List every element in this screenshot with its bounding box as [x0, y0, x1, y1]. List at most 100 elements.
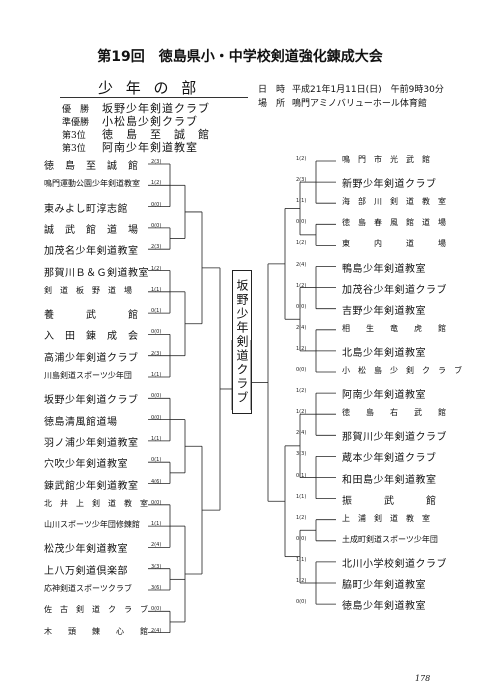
match-score: 2(3) — [151, 244, 162, 251]
match-score: 2(3) — [151, 350, 162, 357]
match-score: 1(2) — [296, 578, 307, 584]
placing-label: 優 勝 — [62, 105, 90, 115]
division-heading: 少 年 の 部 — [98, 79, 201, 97]
match-score: 0(0) — [151, 222, 162, 229]
match-score: 1(2) — [296, 514, 307, 521]
right-team-14: 蔵本少年剣道クラブ — [342, 453, 437, 465]
match-score: 1(1) — [151, 435, 162, 442]
left-team-18: 松茂少年剣道教室 — [44, 544, 128, 556]
champion-box: 坂野少年剣道クラブ — [232, 270, 252, 414]
left-team-19: 上八万剣道倶楽部 — [44, 565, 128, 577]
right-team-10: 小 松 島 少 剣 ク ラ ブ — [342, 366, 462, 375]
match-score: 0(0) — [296, 219, 307, 226]
match-score: 1(1) — [296, 556, 307, 563]
right-team-21: 徳島少年剣道教室 — [342, 601, 426, 613]
left-team-22: 木 頭 錬 心 館 — [44, 626, 148, 636]
left-team-17: 山川スポーツ少年団修錬館 — [44, 520, 140, 530]
match-score: 2(4) — [296, 430, 307, 437]
right-team-2: 海 部 川 剣 道 教 室 — [342, 197, 446, 207]
left-team-7: 養 武 館 — [44, 310, 139, 322]
right-team-11: 阿南少年剣道教室 — [342, 390, 426, 402]
match-score: 1(2) — [296, 409, 307, 416]
left-team-14: 穴吹少年剣道教室 — [44, 459, 128, 471]
match-score: 1(2) — [296, 240, 307, 247]
match-score: 0(0) — [296, 303, 307, 310]
left-team-15: 錬武館少年剣道教室 — [44, 480, 139, 492]
place-value: 鳴門アミノバリューホール体育館 — [292, 99, 427, 109]
left-team-4: 加茂名少年剣道教室 — [44, 246, 139, 258]
match-score: 0(1) — [296, 472, 307, 479]
left-team-0: 徳 島 至 誠 館 — [44, 161, 139, 172]
match-score: 4(6) — [151, 478, 162, 485]
right-team-1: 新野少年剣道クラブ — [342, 179, 437, 191]
placing-team: 徳 島 至 誠 館 — [102, 128, 210, 141]
date-value: 平成21年1月11日(日) 午前9時30分 — [292, 85, 444, 95]
right-team-19: 北川小学校剣道クラブ — [342, 558, 447, 570]
match-score: 1(1) — [151, 521, 162, 528]
right-team-13: 那賀川少年剣道クラブ — [342, 432, 447, 444]
match-score: 0(0) — [151, 329, 162, 336]
match-score: 0(1) — [151, 308, 162, 315]
right-team-17: 上 浦 剣 道 教 室 — [342, 513, 430, 523]
right-team-15: 和田島少年剣道教室 — [342, 474, 437, 486]
placing-label: 準優勝 — [62, 118, 90, 128]
match-score: 2(4) — [151, 627, 162, 634]
right-team-16: 振 武 館 — [342, 495, 437, 507]
left-team-3: 誠 武 館 道 場 — [44, 224, 139, 236]
left-team-11: 坂野少年剣道クラブ — [44, 395, 139, 407]
right-team-6: 加茂谷少年剣道クラブ — [342, 284, 447, 296]
match-score: 1(2) — [151, 265, 162, 272]
left-team-2: 東みよし町淳志館 — [44, 203, 128, 215]
heading-rule — [60, 97, 248, 98]
match-score: 1(2) — [296, 345, 307, 352]
place-label: 場 所 — [258, 99, 286, 109]
match-score: 1(1) — [151, 286, 162, 293]
left-team-20: 応神剣道スポーツクラブ — [44, 584, 132, 593]
match-score: 0(1) — [151, 457, 162, 464]
match-score: 2(3) — [296, 177, 307, 184]
right-team-12: 徳 島 右 武 館 — [342, 408, 446, 418]
left-team-13: 羽ノ浦少年剣道教室 — [44, 437, 139, 449]
match-score: 3(3) — [296, 451, 307, 458]
match-score: 2(4) — [151, 542, 162, 549]
match-score: 1(2) — [296, 156, 307, 162]
placing-label: 第3位 — [62, 144, 86, 154]
placing-label: 第3位 — [62, 131, 86, 141]
right-team-18: 土成町剣道スポーツ少年団 — [342, 534, 438, 544]
right-team-4: 東 内 道 場 — [342, 239, 446, 249]
match-score: 2(4) — [296, 261, 307, 268]
right-team-8: 相 生 竜 虎 館 — [342, 323, 446, 333]
placing-team: 坂野少年剣道クラブ — [102, 102, 210, 115]
left-team-10: 川島剣道スポーツ少年団 — [44, 371, 132, 380]
right-team-0: 鳴 門 市 光 武 館 — [342, 155, 430, 164]
page-title: 第19回 徳島県小・中学校剣道強化錬成大会 — [97, 49, 383, 65]
match-score: 2(3) — [151, 159, 162, 165]
match-score: 0(0) — [151, 393, 162, 400]
right-team-5: 鴨島少年剣道教室 — [342, 263, 426, 275]
left-team-6: 剣 道 板 野 道 場 — [44, 285, 132, 295]
match-score: 2(4) — [296, 324, 307, 331]
left-team-21: 佐 古 剣 道 ク ラ ブ — [44, 605, 148, 615]
right-team-9: 北島少年剣道教室 — [342, 347, 426, 359]
left-team-8: 入 田 錬 成 会 — [44, 331, 139, 343]
match-score: 1(1) — [151, 372, 162, 378]
left-team-5: 那賀川Ｂ＆Ｇ剣道教室 — [44, 267, 149, 279]
match-score: 0(0) — [296, 367, 307, 373]
match-score: 0(0) — [151, 414, 162, 421]
match-score: 1(2) — [151, 180, 162, 187]
left-team-1: 鳴門運動公園少年剣道教室 — [44, 179, 140, 189]
match-score: 0(0) — [296, 599, 307, 606]
match-score: 0(0) — [151, 606, 162, 613]
left-team-9: 高浦少年剣道クラブ — [44, 352, 139, 364]
page-number: 178 — [415, 674, 431, 683]
match-score: 1(1) — [296, 493, 307, 500]
match-score: 0(0) — [151, 201, 162, 208]
right-team-20: 脇町少年剣道教室 — [342, 580, 426, 591]
match-score: 3(3) — [151, 563, 162, 570]
match-score: 1(2) — [296, 388, 307, 395]
right-team-7: 吉野少年剣道教室 — [342, 305, 426, 317]
placing-team: 小松島少剣クラブ — [102, 115, 198, 128]
match-score: 0(0) — [296, 535, 307, 542]
date-label: 日 時 — [258, 85, 286, 95]
